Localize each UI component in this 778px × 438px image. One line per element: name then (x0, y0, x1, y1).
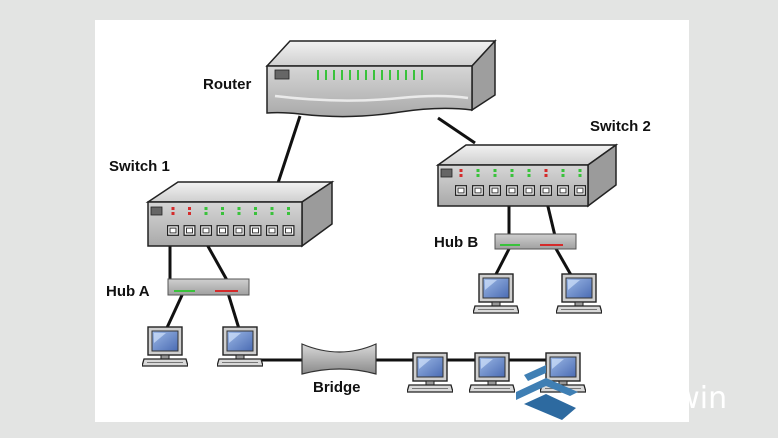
switch-led (578, 174, 582, 177)
switch-port (183, 225, 196, 236)
switch-port (266, 225, 278, 236)
computer-bridge-2 (469, 352, 515, 393)
switch-port (557, 185, 569, 196)
switch-led (270, 212, 274, 215)
switch-port (523, 185, 535, 196)
switch-led (287, 212, 290, 215)
switch-port (489, 185, 501, 196)
switch-led (459, 169, 463, 172)
switch-led (204, 207, 208, 210)
switch-led (544, 174, 548, 177)
computer-hub-a-1 (142, 326, 188, 367)
hub-b-label: Hub B (434, 234, 478, 251)
watermark-text: kompiwin (584, 381, 727, 416)
switch2-label: Switch 2 (590, 118, 651, 135)
switch1-label: Switch 1 (109, 158, 170, 175)
computer-bridge-1 (407, 352, 453, 393)
switch-led (171, 207, 175, 210)
bridge-device (301, 343, 377, 375)
switch-port (200, 225, 212, 236)
switch-led (237, 212, 241, 215)
switch-led (171, 212, 175, 215)
cable-huba-pc2 (226, 292, 242, 333)
hub-a-device (167, 278, 250, 296)
switch-port (472, 185, 484, 196)
hub-b-device (494, 233, 577, 250)
switch-led (188, 207, 191, 210)
switch-led (221, 212, 224, 215)
hub-a-label: Hub A (106, 283, 150, 300)
switch-led (578, 169, 582, 172)
switch-port (455, 185, 467, 196)
cable-router-switch2 (437, 116, 476, 145)
switch-led (510, 174, 514, 177)
switch-led (204, 212, 208, 215)
switch-led (561, 174, 565, 177)
cable-huba-pc1 (163, 292, 185, 333)
computer-hub-a-2 (217, 326, 263, 367)
switch-led (561, 169, 565, 172)
switch-led (476, 169, 480, 172)
switch-led (527, 169, 531, 172)
computer-hub-b-1 (473, 273, 519, 314)
switch-port (540, 185, 552, 196)
switch-led (544, 169, 548, 172)
switch-led (254, 212, 257, 215)
switch1-device (145, 180, 335, 248)
switch-port (282, 225, 295, 236)
bridge-label: Bridge (313, 379, 361, 396)
switch-port (574, 185, 586, 196)
switch-led (287, 207, 290, 210)
switch-led (270, 207, 274, 210)
switch-led (527, 174, 531, 177)
switch-led (510, 169, 514, 172)
switch-led (254, 207, 257, 210)
switch-port (233, 225, 245, 236)
computer-hub-b-2 (556, 273, 602, 314)
kompiwin-logo-icon (516, 365, 578, 420)
switch-port (506, 185, 518, 196)
switch-led (188, 212, 191, 215)
switch-led (221, 207, 224, 210)
cable-router-switch1 (276, 115, 302, 184)
switch-led (476, 174, 480, 177)
switch-led (237, 207, 241, 210)
switch-led (459, 174, 463, 177)
switch-port (167, 225, 179, 236)
switch-port (216, 225, 229, 236)
switch-led (493, 174, 497, 177)
router-device (265, 39, 497, 118)
switch2-device (435, 143, 619, 208)
switch-port (249, 225, 262, 236)
router-label: Router (203, 76, 251, 93)
switch-led (493, 169, 497, 172)
